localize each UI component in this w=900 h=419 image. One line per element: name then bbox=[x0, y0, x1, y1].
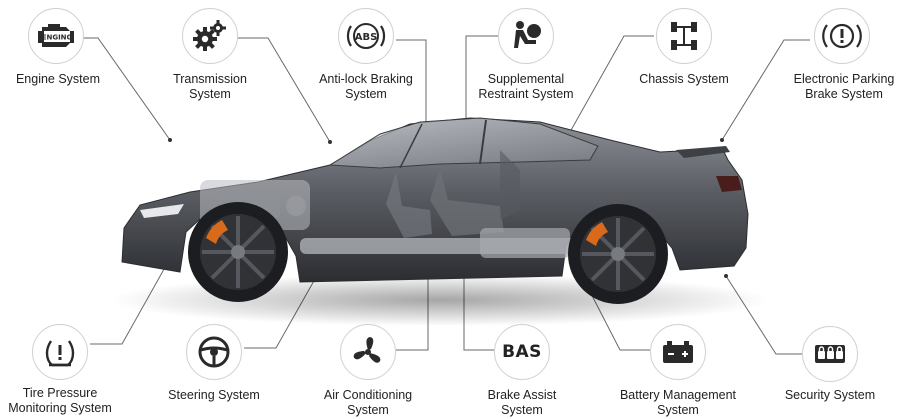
bas-system-label: Brake Assist System bbox=[487, 388, 557, 417]
airbag-icon bbox=[498, 8, 554, 64]
security-locks-icon bbox=[802, 326, 858, 382]
tire-pressure-icon bbox=[32, 324, 88, 380]
bas-icon: BAS bbox=[494, 324, 550, 380]
connector-engine bbox=[82, 37, 171, 141]
connector-srs bbox=[465, 35, 498, 150]
steering-system-label: Steering System bbox=[168, 388, 260, 402]
engine-system-label: Engine System bbox=[15, 72, 101, 86]
security-system-label: Security System bbox=[784, 388, 876, 402]
connector-chassis bbox=[569, 35, 654, 133]
battery-icon bbox=[650, 324, 706, 380]
srs-system-label: Supplemental Restraint System bbox=[478, 72, 574, 101]
epb-system-label: Electronic Parking Brake System bbox=[793, 72, 895, 101]
chassis-system-label: Chassis System bbox=[639, 72, 729, 86]
abs-system-label: Anti-lock Braking System bbox=[319, 72, 413, 101]
abs-icon-text: ABS bbox=[355, 32, 378, 43]
engine-icon: ENGING bbox=[28, 8, 84, 64]
steering-wheel-icon bbox=[186, 324, 242, 380]
tpms-system-label: Tire Pressure Monitoring System bbox=[8, 386, 112, 415]
bms-system-label: Battery Management System bbox=[619, 388, 737, 417]
connector-abs bbox=[396, 39, 427, 160]
fan-icon bbox=[340, 324, 396, 380]
connector-transmission bbox=[236, 37, 331, 143]
transmission-system-label: Transmission System bbox=[173, 72, 247, 101]
engine-icon-text: ENGING bbox=[42, 34, 73, 42]
connector-epb bbox=[721, 39, 810, 141]
abs-icon: ABS bbox=[338, 8, 394, 64]
ac-system-label: Air Conditioning System bbox=[323, 388, 413, 417]
bas-icon-text: BAS bbox=[502, 342, 542, 362]
gears-icon bbox=[182, 8, 238, 64]
chassis-icon bbox=[656, 8, 712, 64]
parking-brake-icon bbox=[814, 8, 870, 64]
